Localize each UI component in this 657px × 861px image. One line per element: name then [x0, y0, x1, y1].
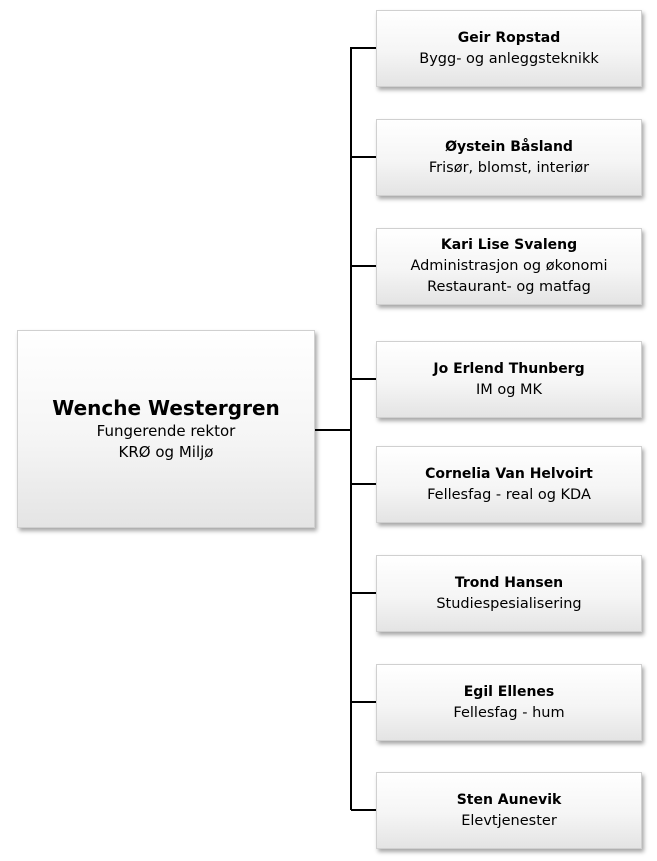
child-node: Egil Ellenes Fellesfag - hum [376, 664, 642, 741]
child-name: Sten Aunevik [456, 791, 562, 808]
child-department: Studiespesialisering [436, 595, 582, 612]
child-department: Fellesfag - real og KDA [427, 486, 591, 503]
root-title: Fungerende rektor [96, 422, 236, 440]
child-department: Bygg- og anleggsteknikk [419, 50, 599, 67]
child-department: Frisør, blomst, interiør [428, 159, 590, 176]
child-node: Sten Aunevik Elevtjenester [376, 772, 642, 849]
child-department: Elevtjenester [461, 812, 557, 829]
child-department: Administrasjon og økonomi [410, 258, 608, 274]
root-area: KRØ og Miljø [118, 443, 214, 461]
child-node: Øystein Båsland Frisør, blomst, interiør [376, 119, 642, 196]
child-name: Cornelia Van Helvoirt [425, 465, 593, 482]
child-name: Øystein Båsland [445, 138, 573, 155]
child-node: Geir Ropstad Bygg- og anleggsteknikk [376, 10, 642, 87]
child-name: Kari Lise Svaleng [440, 237, 578, 253]
child-name: Jo Erlend Thunberg [433, 360, 585, 377]
child-node: Trond Hansen Studiespesialisering [376, 555, 642, 632]
root-name: Wenche Westergren [52, 396, 280, 420]
child-department: IM og MK [475, 381, 543, 398]
child-name: Egil Ellenes [463, 683, 555, 700]
child-name: Geir Ropstad [457, 29, 561, 46]
child-name: Trond Hansen [454, 574, 564, 591]
child-node: Kari Lise Svaleng Administrasjon og økon… [376, 228, 642, 305]
child-department: Restaurant- og matfag [427, 279, 591, 295]
child-node: Cornelia Van Helvoirt Fellesfag - real o… [376, 446, 642, 523]
child-department: Fellesfag - hum [453, 704, 565, 721]
root-node: Wenche Westergren Fungerende rektor KRØ … [17, 330, 315, 528]
child-node: Jo Erlend Thunberg IM og MK [376, 341, 642, 418]
